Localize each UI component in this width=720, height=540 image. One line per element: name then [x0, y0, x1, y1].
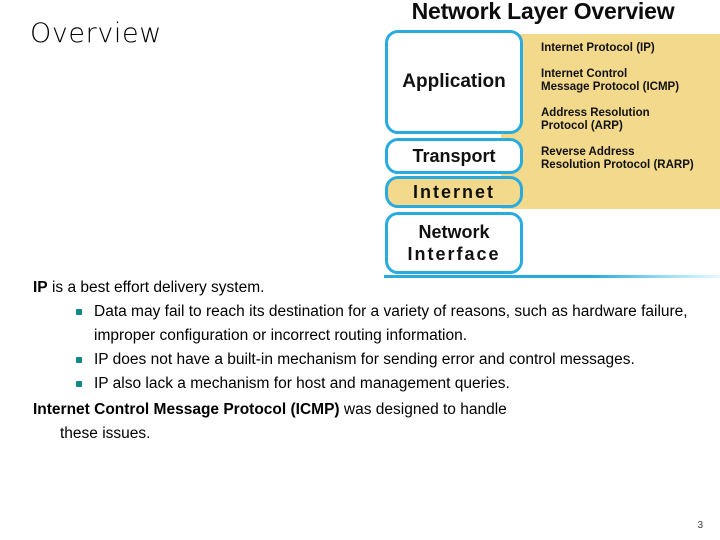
- protocol-item-icmp: Internet Control Message Protocol (ICMP): [541, 68, 720, 95]
- closing-statement-bold: Internet Control Message Protocol (ICMP): [33, 401, 340, 418]
- lead-statement-rest: is a best effort delivery system.: [47, 279, 265, 296]
- closing-statement-indent: these issues.: [60, 425, 151, 442]
- list-item-text: IP does not have a built-in mechanism fo…: [94, 351, 635, 368]
- list-item: IP also lack a mechanism for host and ma…: [33, 372, 693, 396]
- closing-statement: Internet Control Message Protocol (ICMP)…: [33, 398, 693, 446]
- layer-label-application: Application: [402, 71, 506, 92]
- protocol-arp-line1: Address Resolution: [541, 106, 650, 119]
- protocol-item-rarp: Reverse Address Resolution Protocol (RAR…: [541, 146, 720, 173]
- layer-box-application: Application: [385, 30, 523, 134]
- layer-label-transport: Transport: [412, 145, 496, 166]
- layer-label-internet: Internet: [412, 181, 495, 202]
- protocol-ip-line1: Internet Protocol (IP): [541, 42, 655, 54]
- list-item: IP does not have a built-in mechanism fo…: [33, 348, 693, 372]
- network-layer-diagram: Network Layer Overview Internet Protocol…: [366, 0, 720, 282]
- protocol-rarp-line1: Reverse Address: [541, 145, 635, 158]
- page-number: 3: [697, 520, 703, 531]
- layer-box-internet: Internet: [385, 176, 523, 208]
- protocol-item-arp: Address Resolution Protocol (ARP): [541, 107, 720, 134]
- protocol-list: Internet Protocol (IP) Internet Control …: [541, 42, 720, 173]
- bullet-list: Data may fail to reach its destination f…: [33, 300, 693, 396]
- layer-label-network-line2: Interface: [407, 244, 501, 264]
- lead-statement-bold: IP: [33, 279, 48, 296]
- list-item-text: Data may fail to reach its destination f…: [94, 303, 688, 344]
- list-item: Data may fail to reach its destination f…: [33, 300, 693, 348]
- bullet-marker-icon: [76, 309, 82, 315]
- layer-box-network-interface: Network Interface: [385, 212, 523, 274]
- lead-statement: IP is a best effort delivery system.: [33, 277, 693, 298]
- list-item-text: IP also lack a mechanism for host and ma…: [94, 375, 510, 392]
- protocol-panel: Internet Protocol (IP) Internet Control …: [501, 34, 720, 209]
- page-title: Overview: [30, 18, 162, 49]
- protocol-icmp-line2: Message Protocol (ICMP): [541, 81, 680, 93]
- layer-box-transport: Transport: [385, 138, 523, 174]
- bullet-marker-icon: [76, 381, 82, 387]
- bullet-marker-icon: [76, 357, 82, 363]
- protocol-icmp-line1: Internet Control: [541, 67, 628, 80]
- layer-label-network-line1: Network: [418, 222, 490, 242]
- diagram-divider-rule: [384, 275, 720, 278]
- protocol-rarp-line2: Resolution Protocol (RARP): [541, 159, 694, 171]
- body-content: IP is a best effort delivery system. Dat…: [33, 277, 693, 446]
- closing-statement-rest: was designed to handle: [339, 401, 507, 418]
- diagram-title: Network Layer Overview: [411, 0, 675, 24]
- protocol-item-ip: Internet Protocol (IP): [541, 42, 720, 56]
- protocol-arp-line2: Protocol (ARP): [541, 120, 623, 132]
